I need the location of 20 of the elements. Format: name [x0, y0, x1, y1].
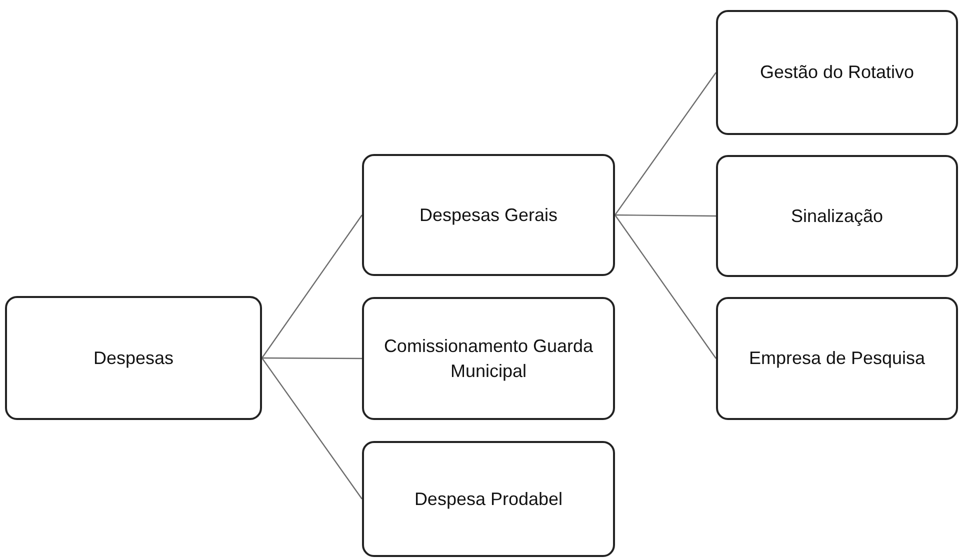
connector-line — [614, 214, 716, 359]
rounded-box — [362, 154, 615, 276]
box-label: Gestão do Rotativo — [760, 61, 914, 84]
connector-line — [615, 214, 716, 217]
box-label: Empresa de Pesquisa — [748, 347, 926, 370]
rounded-box — [5, 296, 262, 420]
box-label: Despesas Gerais — [419, 204, 558, 227]
connector-line — [262, 357, 362, 360]
connector-line — [262, 358, 362, 500]
box-label: Sinalização — [790, 204, 884, 228]
box-label: Despesas — [93, 346, 174, 370]
rounded-box — [716, 10, 958, 135]
rounded-box — [362, 441, 615, 557]
box-label: Comissionamento Guarda Municipal — [382, 334, 594, 383]
rounded-box — [362, 297, 615, 420]
connector-line — [262, 214, 362, 358]
box-label: Despesa Prodabel — [414, 488, 563, 511]
rounded-box — [716, 155, 958, 277]
connector-line — [614, 72, 716, 216]
rounded-box — [716, 297, 958, 420]
